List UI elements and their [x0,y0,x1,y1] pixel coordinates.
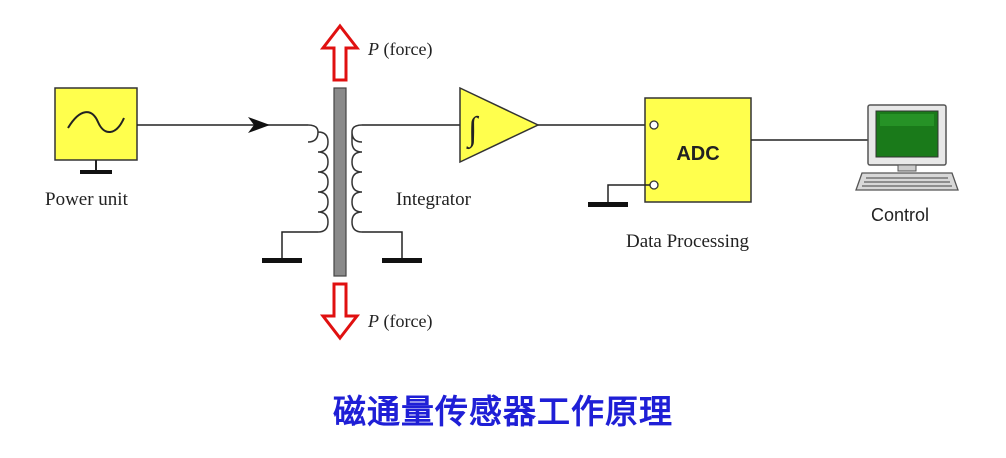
ground-symbol [80,170,112,174]
force-arrow-up-icon [319,23,361,82]
magnetic-core [333,87,347,277]
power-unit-label: Power unit [45,189,129,210]
integral-symbol: ∫ [466,111,480,150]
sine-wave-icon [67,111,125,133]
control-label: Control [871,205,929,225]
integrator-label: Integrator [396,189,472,210]
adc-block [644,97,752,203]
force-arrow-down-icon [319,282,361,341]
force-bottom-label: P (force) [367,311,432,332]
signal-arrow-icon [248,117,270,133]
secondary-coil [351,124,363,233]
primary-coil [307,124,329,233]
computer-icon [855,104,959,191]
flux-sensor-diagram: Power unit P (force) P (force) ∫ Integra… [45,23,959,341]
ground-symbol [262,258,302,263]
power-unit-block [54,87,138,174]
diagram-caption: 磁通量传感器工作原理 [333,392,673,431]
ground-symbol [588,202,628,207]
adc-label: ADC [676,143,719,165]
integrator-block [459,86,540,164]
force-top-label: P (force) [367,39,432,60]
ground-symbol [382,258,422,263]
data-processing-label: Data Processing [626,231,749,252]
